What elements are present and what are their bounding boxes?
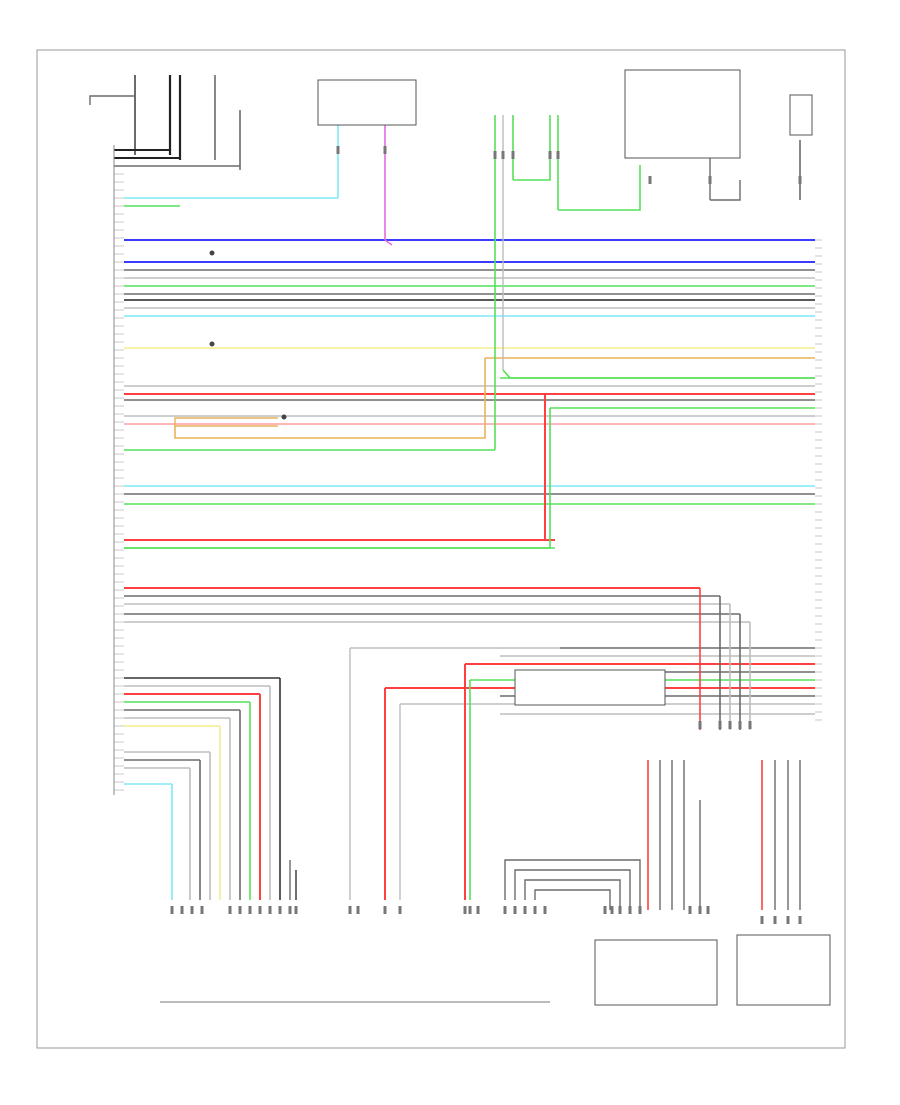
connector-pin [610, 906, 614, 914]
connector-pin [356, 906, 360, 914]
wire-layer [89, 75, 815, 910]
connector-pin [523, 906, 527, 914]
module-box [624, 69, 741, 159]
connector-pin [513, 906, 517, 914]
audio-unit-box [594, 939, 718, 1006]
connector-pin [708, 176, 712, 184]
connector-pin [463, 906, 467, 914]
connector-pin [706, 906, 710, 914]
connector-pin [543, 906, 547, 914]
connector-pin [773, 916, 777, 924]
link-wire [174, 358, 486, 439]
connector-pin [548, 151, 552, 159]
connector-pin [180, 906, 184, 914]
connector-pin [688, 906, 692, 914]
relay-connector-box [514, 669, 666, 706]
connector-pin [288, 906, 292, 914]
connector-pin [258, 906, 262, 914]
connector-pin [383, 906, 387, 914]
connector-pin [738, 721, 742, 729]
loop-wire [514, 869, 631, 910]
connector-pin [798, 176, 802, 184]
link-wire [174, 417, 278, 426]
connector-pin [786, 916, 790, 924]
diagram-frame [36, 49, 846, 1049]
connector-pin [618, 906, 622, 914]
loop-wire [504, 859, 641, 910]
connector-pin [556, 151, 560, 159]
connector-pin [648, 176, 652, 184]
connector-pin [383, 146, 387, 154]
connector-pin [798, 916, 802, 924]
module-feed-wire [502, 369, 815, 379]
connector-pin [398, 906, 402, 914]
component-layer [113, 69, 831, 1006]
connector-pin [476, 906, 480, 914]
module-feed-wire [558, 165, 641, 211]
fuse-block-box [317, 79, 417, 126]
link-wire [124, 408, 551, 549]
connector-pin [468, 906, 472, 914]
module-feed-wire [710, 180, 741, 201]
connector-pin [503, 906, 507, 914]
connector-pin [748, 721, 752, 729]
connector-pin [278, 906, 282, 914]
connector-pin [638, 906, 642, 914]
fuse-wire [89, 95, 135, 105]
connector-pin [493, 151, 497, 159]
module-feed-wire [384, 239, 393, 246]
loop-wire [524, 879, 621, 910]
connector-pin [728, 721, 732, 729]
connector-pin [718, 721, 722, 729]
connector-pin [760, 916, 764, 924]
connector-pin [170, 906, 174, 914]
connector-pin [698, 906, 702, 914]
connector-pin [533, 906, 537, 914]
junction-dot [209, 341, 215, 347]
connector-pin [268, 906, 272, 914]
junction-dot [281, 414, 287, 420]
connector-pin [348, 906, 352, 914]
connector-pin [603, 906, 607, 914]
junction-dot [209, 250, 215, 256]
connector-pin [294, 906, 298, 914]
connector-pin [628, 906, 632, 914]
connector-pin [190, 906, 194, 914]
connector-pin [336, 146, 340, 154]
connector-pin [501, 151, 505, 159]
connector-pin [228, 906, 232, 914]
module-feed-wire [513, 115, 551, 181]
connector-pin [511, 151, 515, 159]
audio-unit-box [736, 934, 831, 1006]
link-wire [124, 394, 546, 541]
connector-pin [200, 906, 204, 914]
connector-pin [698, 721, 702, 729]
connector-pin [248, 906, 252, 914]
connector-pin [238, 906, 242, 914]
sensor-box [789, 94, 813, 136]
loop-wire [534, 889, 611, 910]
